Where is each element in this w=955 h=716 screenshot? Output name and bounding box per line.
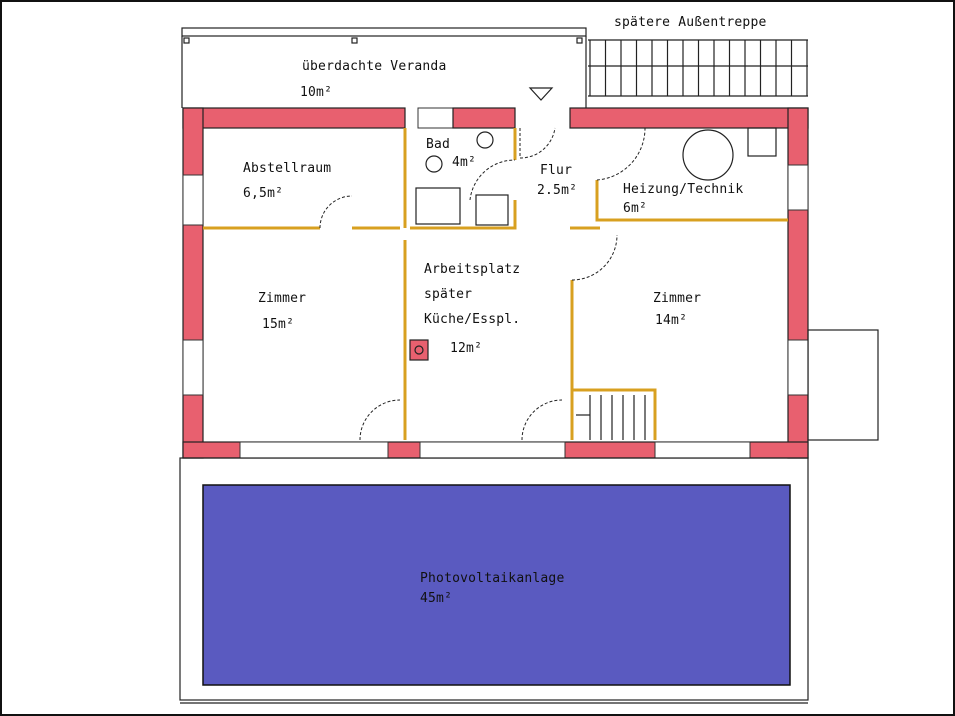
bad-area: 4m² [452, 155, 476, 170]
terrace-outline [179, 457, 809, 701]
flur-label: Flur [540, 163, 572, 178]
interior-walls [203, 128, 788, 440]
zimmer-right-label: Zimmer [653, 291, 701, 306]
abstellraum-label: Abstellraum [243, 161, 331, 176]
veranda-area: 10m² [300, 85, 332, 100]
washer-icon [475, 194, 509, 226]
heizung-area: 6m² [623, 201, 647, 216]
interior-stairs [576, 395, 646, 440]
exterior-stairs-label: spätere Außentreppe [614, 15, 767, 30]
exterior-walls [182, 107, 809, 459]
arbeitsplatz-area: 12m² [450, 341, 482, 356]
heizung-label: Heizung/Technik [623, 182, 743, 197]
heating-fixtures [682, 127, 777, 181]
arbeitsplatz-label-3: Küche/Esspl. [424, 312, 520, 327]
zimmer-left-area: 15m² [262, 317, 294, 332]
pv-label: Photovoltaikanlage [420, 571, 564, 586]
boiler-icon [682, 129, 734, 181]
side-annex [807, 329, 879, 441]
doors [319, 127, 646, 441]
entrance-marker-icon [528, 87, 554, 101]
chimney-icon [409, 339, 429, 361]
pv-area: 45m² [420, 591, 452, 606]
arbeitsplatz-label-2: später [424, 287, 472, 302]
sink-icon [476, 131, 494, 149]
zimmer-left-label: Zimmer [258, 291, 306, 306]
shower-icon [415, 187, 461, 225]
bathroom-fixtures [415, 131, 509, 226]
flur-area: 2.5m² [537, 183, 577, 198]
abstellraum-area: 6,5m² [243, 186, 283, 201]
tank-icon [747, 127, 777, 157]
arbeitsplatz-label: Arbeitsplatz [424, 262, 520, 277]
toilet-icon [425, 155, 443, 173]
veranda-label: überdachte Veranda [302, 59, 446, 74]
bad-label: Bad [426, 137, 450, 152]
veranda [181, 27, 587, 108]
photovoltaic-array [202, 484, 791, 686]
zimmer-right-area: 14m² [655, 313, 687, 328]
exterior-stairs [588, 39, 808, 97]
